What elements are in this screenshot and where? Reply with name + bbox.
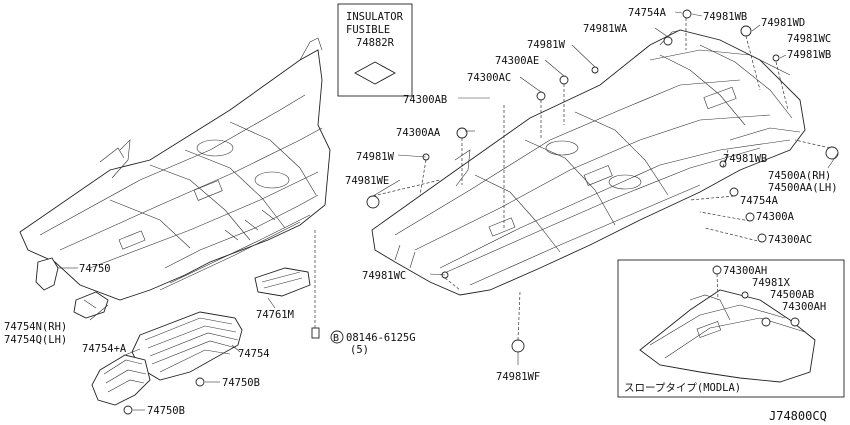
bolt-marker: B xyxy=(333,333,339,344)
label-74981X: 74981X xyxy=(752,277,791,289)
label-74981WC-left: 74981WC xyxy=(362,270,406,282)
label-74300AE: 74300AE xyxy=(495,55,539,67)
label-74750B-2: 74750B xyxy=(147,405,185,417)
label-74981W-top: 74981W xyxy=(527,39,566,51)
label-74981WE: 74981WE xyxy=(345,175,389,187)
label-74300AA: 74300AA xyxy=(396,127,441,139)
label-74754N: 74754N(RH) xyxy=(4,321,67,333)
right-clips xyxy=(366,9,839,353)
label-74981WB-top: 74981WB xyxy=(703,11,747,23)
label-74981W-left: 74981W xyxy=(356,151,395,163)
label-74750B-1: 74750B xyxy=(222,377,260,389)
bracket-74754N xyxy=(73,291,109,319)
right-floor-panel xyxy=(371,29,806,296)
label-74754: 74754 xyxy=(238,348,270,360)
label-74300AH-1: 74300AH xyxy=(723,265,767,277)
insulator-box xyxy=(337,3,413,97)
label-bolt-qty: (5) xyxy=(350,344,369,356)
label-74300AB: 74300AB xyxy=(403,94,447,106)
label-74300AC-top: 74300AC xyxy=(467,72,511,84)
label-74300AH-2: 74300AH xyxy=(782,301,826,313)
label-74500A: 74500A(RH) xyxy=(768,170,831,182)
label-74754Q: 74754Q(LH) xyxy=(4,334,67,346)
labels: INSULATOR FUSIBLE 74882R 74750 74754N(RH… xyxy=(4,7,838,423)
label-74754A-mid: 74754A xyxy=(740,195,779,207)
diagram-code: J74800CQ xyxy=(769,409,827,423)
label-74754A-top: 74754A xyxy=(628,7,667,19)
insulator-title-2: FUSIBLE xyxy=(346,24,390,36)
bracket-74761M xyxy=(254,267,311,297)
label-74754-plus-a: 74754+A xyxy=(82,343,127,355)
label-74981WB-mid: 74981WB xyxy=(723,153,767,165)
label-74750: 74750 xyxy=(79,263,111,275)
label-74981WA: 74981WA xyxy=(583,23,628,35)
inset-slope-type xyxy=(617,259,845,398)
insulator-title-1: INSULATOR xyxy=(346,11,404,23)
bolts-left xyxy=(123,230,344,415)
label-74981WB-right: 74981WB xyxy=(787,49,831,61)
left-floor-panel xyxy=(19,37,331,301)
heat-insulator-74754 xyxy=(131,311,243,381)
label-74300AC-right: 74300AC xyxy=(768,234,812,246)
heat-insulator-74754-plus-a xyxy=(91,354,151,406)
label-74981WD: 74981WD xyxy=(761,17,805,29)
label-74500AA: 74500AA(LH) xyxy=(768,182,838,194)
label-74761M: 74761M xyxy=(256,309,294,321)
label-74981WC-right: 74981WC xyxy=(787,33,831,45)
label-bolt: 08146-6125G xyxy=(346,332,416,344)
label-74300A: 74300A xyxy=(756,211,795,223)
label-74500AB: 74500AB xyxy=(770,289,814,301)
inset-caption: スロープタイプ(MODLA) xyxy=(624,382,741,394)
bracket-74750 xyxy=(35,257,66,291)
label-74981WF: 74981WF xyxy=(496,371,540,383)
leader-lines xyxy=(66,11,839,411)
insulator-part: 74882R xyxy=(356,37,395,49)
